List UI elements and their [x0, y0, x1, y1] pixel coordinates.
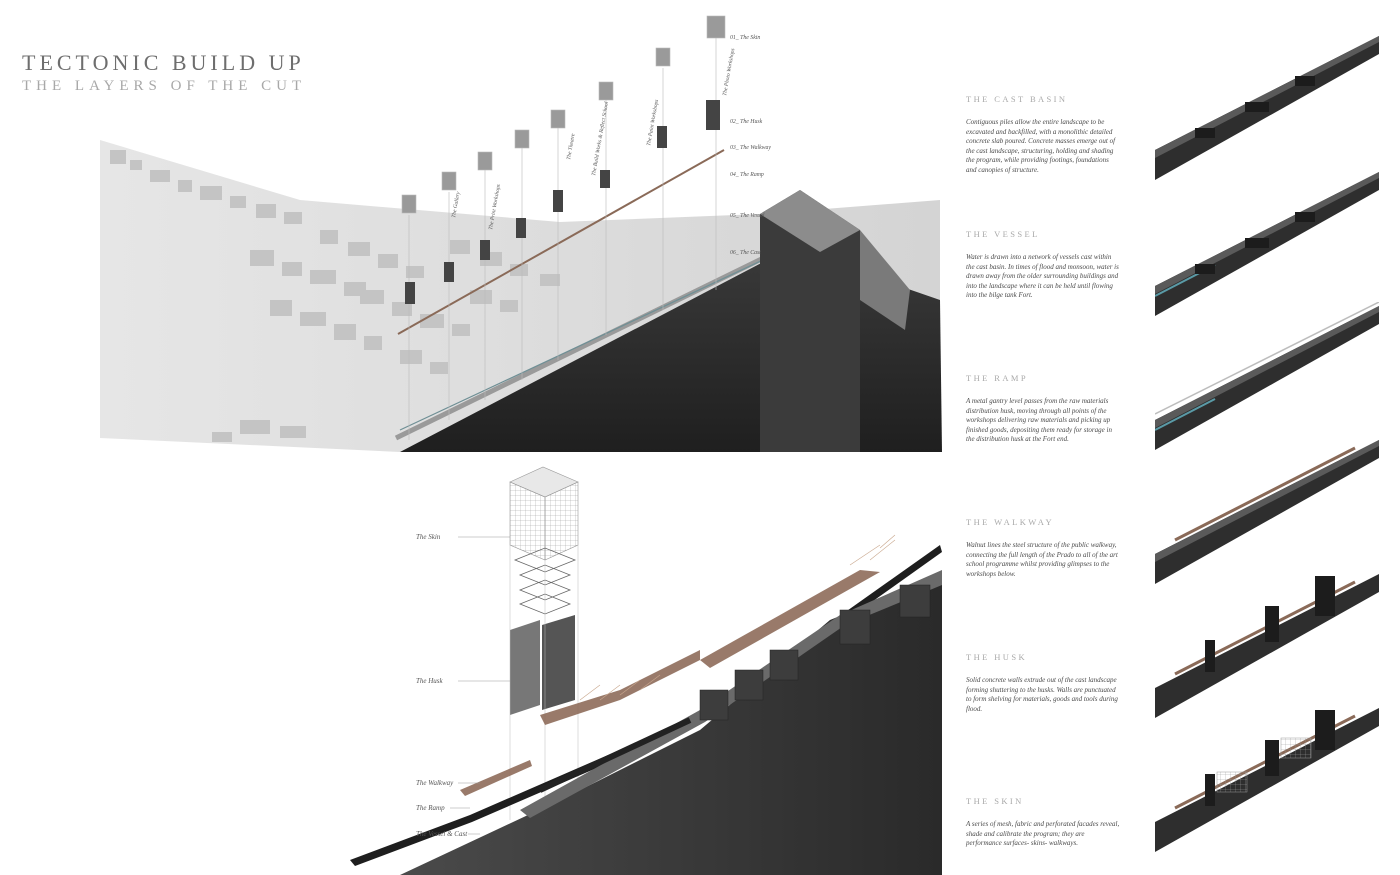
- layer-label-skin: 01_ The Skin: [730, 35, 760, 41]
- layer-label-vessel: 05_ The Vessel: [730, 213, 765, 219]
- exploded-cubes: [401, 15, 726, 440]
- vessel-channel: [538, 717, 692, 793]
- layer-label-husk: 02_ The Husk: [730, 119, 763, 125]
- thumbnail-cast-basin: [1155, 36, 1379, 180]
- fort-tower: [760, 190, 860, 452]
- layer-label-ramp: 04_ The Ramp: [730, 171, 764, 178]
- building-label: The Build Works & Reflect School: [590, 101, 610, 177]
- section-vessel: THE VESSEL Water is drawn into a network…: [966, 229, 1121, 301]
- section-husk: THE HUSK Solid concrete walls extrude ou…: [966, 652, 1121, 714]
- section-body: Solid concrete walls extrude out of the …: [966, 676, 1118, 713]
- section-title: THE RAMP: [966, 373, 1028, 383]
- floor-frames: [513, 547, 577, 615]
- label-leaders: [450, 536, 510, 835]
- section-body: Water is drawn into a network of vessels…: [966, 253, 1119, 300]
- exploded-husks: [405, 100, 720, 304]
- walkway-pieces: [460, 570, 880, 796]
- thumbnail-skin: [1155, 708, 1379, 852]
- layer-label-cast: 06_ The Cast: [730, 250, 761, 256]
- section-title: THE CAST BASIN: [966, 94, 1068, 104]
- thumbnail-vessel: [1155, 172, 1379, 316]
- label-husk: The Husk: [416, 677, 444, 685]
- building-label: The Theatre: [566, 133, 577, 161]
- page-subtitle: THE LAYERS OF THE CUT: [22, 78, 307, 94]
- layer-labels: 01_ The Skin 02_ The Husk 03_ The Walkwa…: [730, 35, 771, 256]
- section-cast-basin: THE CAST BASIN Contiguous piles allow th…: [966, 94, 1121, 176]
- label-skin: The Skin: [416, 533, 441, 541]
- city-blocks: [110, 150, 560, 442]
- layer-label-walkway: 03_ The Walkway: [730, 145, 771, 151]
- fort-top: [760, 190, 860, 252]
- page-title: TECTONIC BUILD UP: [22, 50, 305, 75]
- label-vessel-cast: The Vessel & Cast: [416, 830, 468, 838]
- section-body: A metal gantry level passes from the raw…: [966, 397, 1112, 444]
- husk-panel-left: [510, 620, 540, 715]
- section-body: Contiguous piles allow the entire landsc…: [966, 118, 1116, 174]
- ramp-frames: [579, 534, 896, 701]
- section-skin: THE SKIN A series of mesh, fabric and pe…: [966, 796, 1121, 849]
- cast-slab-top: [520, 570, 942, 818]
- building-labels: The Gallery The Print Workshops The Thea…: [451, 48, 736, 230]
- section-title: THE WALKWAY: [966, 517, 1055, 527]
- vessel-strip: [399, 251, 781, 431]
- thumbnail-ramp: [1155, 302, 1379, 450]
- section-title: THE VESSEL: [966, 229, 1040, 239]
- section-title: THE SKIN: [966, 796, 1024, 806]
- husk-walls: [699, 584, 931, 721]
- cast-edge: [394, 242, 792, 441]
- label-ramp: The Ramp: [416, 804, 445, 812]
- husk-panel-right: [542, 615, 575, 710]
- thumbnail-husk: [1155, 574, 1379, 718]
- top-axonometric: The Gallery The Print Workshops The Thea…: [100, 15, 942, 452]
- thumbnail-walkway: [1155, 440, 1379, 584]
- section-body: A series of mesh, fabric and perforated …: [966, 820, 1120, 848]
- city-plane: [100, 140, 940, 452]
- bottom-exploded-section: The Skin The Husk The Walkway The Ramp T…: [350, 466, 942, 875]
- bottom-labels: The Skin The Husk The Walkway The Ramp T…: [416, 533, 468, 838]
- section-body: Walnut lines the steel structure of the …: [966, 541, 1118, 578]
- label-walkway: The Walkway: [416, 779, 454, 787]
- walkway-strip: [397, 149, 725, 335]
- building-label: The Photo Workshops: [722, 48, 736, 96]
- fort-annex: [860, 230, 910, 330]
- building-label: The Gallery: [451, 191, 462, 219]
- section-ramp: THE RAMP A metal gantry level passes fro…: [966, 373, 1121, 445]
- section-title: THE HUSK: [966, 652, 1027, 662]
- section-walkway: THE WALKWAY Walnut lines the steel struc…: [966, 517, 1121, 579]
